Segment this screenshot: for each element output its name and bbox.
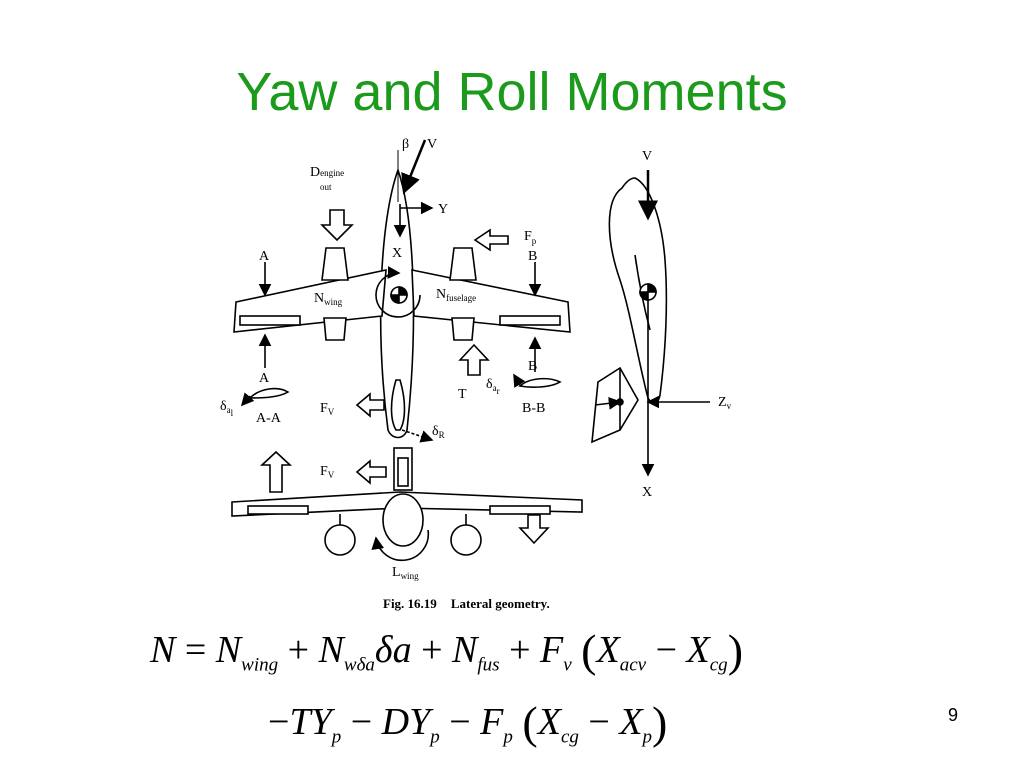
section-a-airfoil (248, 387, 290, 399)
yaw-moment-equation-line2: −TYp − DYp − Fp (Xcg − Xp) (268, 697, 668, 748)
yaw-moment-arrow (375, 266, 421, 318)
fin-force-top-label: FV (320, 401, 335, 417)
velocity-arrow (401, 139, 427, 195)
yaw-moment-equation-line1: N = Nwing + Nwδaδa + Nfus + Fv (Xacv − X… (150, 625, 744, 676)
velocity-label-top: V (427, 137, 437, 152)
page-number: 9 (948, 705, 959, 725)
front-view-airplane (231, 447, 583, 562)
section-aa-label: A-A (256, 411, 282, 426)
thrust-label: T (458, 387, 467, 402)
engine-out-label: out (320, 182, 332, 192)
velocity-label-side: V (642, 149, 652, 164)
right-engine-front (450, 524, 482, 556)
wing-roll-moment-label: Lwing (392, 565, 419, 581)
up-force-arrow (259, 450, 293, 493)
fin-force-bottom-label: FV (320, 464, 335, 480)
engine-out-drag-label: Dengine (310, 165, 344, 180)
fuselage-yaw-moment-label: Nfuselage (436, 287, 476, 303)
right-engine (449, 247, 477, 341)
left-engine (321, 247, 349, 341)
rudder-deflection-label: δR (432, 424, 445, 440)
lateral-geometry-figure: β V Dengine out Y X Fp B A Nwing Nfusela… (220, 137, 732, 581)
beta-label: β (402, 137, 409, 152)
top-view-airplane (233, 139, 571, 443)
propeller-force-arrow (473, 228, 509, 252)
section-a-lower-label: A (259, 371, 270, 386)
x-axis-label: X (392, 246, 402, 261)
right-aileron-deflection-label: δar (486, 377, 500, 396)
left-engine-front (324, 524, 356, 556)
propeller-force-label: Fp (524, 229, 537, 246)
engine-out-drag-arrow (320, 209, 354, 242)
section-bb-label: B-B (522, 401, 545, 416)
right-aileron (499, 315, 561, 326)
thrust-arrow (458, 343, 490, 376)
tail (390, 379, 406, 431)
section-a-upper-label: A (259, 249, 270, 264)
section-b-lower-label: B (528, 359, 537, 374)
zv-label: Zv (718, 395, 732, 411)
side-view-airplane (591, 170, 710, 477)
fin-force-arrow-front (355, 459, 387, 485)
down-force-arrow (518, 514, 550, 545)
fin-force-arrow-top (355, 392, 385, 418)
roll-moment-arrow (371, 529, 430, 562)
left-aileron (239, 315, 301, 326)
wing-yaw-moment-label: Nwing (314, 291, 343, 307)
slide-title: Yaw and Roll Moments (236, 62, 788, 122)
figure-caption-text: Lateral geometry. (450, 596, 550, 611)
y-axis-label: Y (438, 202, 448, 217)
section-b-upper-label: B (528, 249, 537, 264)
figure-caption-number: Fig. 16.19 (383, 596, 437, 611)
figure-caption: Fig. 16.19 Lateral geometry. (383, 596, 564, 612)
fuselage-front (382, 493, 424, 547)
side-x-label: X (642, 485, 652, 500)
section-b-airfoil (518, 377, 562, 388)
left-aileron-deflection-label: δal (220, 399, 234, 418)
